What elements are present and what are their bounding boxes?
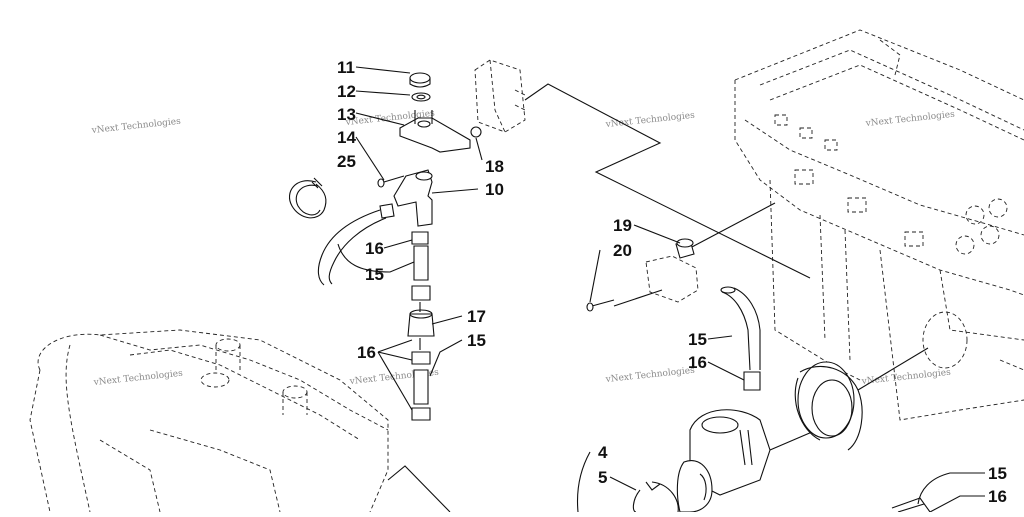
- intake-boot: [797, 361, 855, 439]
- fuel-line-lower: [413, 369, 429, 405]
- callout-numbers: 11 12 13 14 25 18 10 16 15 17 16 15 19 2…: [337, 58, 1007, 506]
- choke-parts: [586, 238, 699, 312]
- screw: [383, 175, 405, 183]
- nut: [470, 126, 482, 138]
- callout-14: 14: [337, 128, 356, 147]
- watermark-1: vNext Technologies: [90, 117, 181, 136]
- callout-18: 18: [485, 157, 504, 176]
- watermark-7: vNext Technologies: [604, 366, 695, 385]
- callout-19: 19: [613, 216, 632, 235]
- hose-clamp-upper: [411, 231, 429, 245]
- hose-clamp-left: [379, 203, 395, 219]
- relay-box: [474, 59, 526, 133]
- callout-16-b: 16: [357, 343, 376, 362]
- cable-routing: [524, 83, 811, 307]
- callout-20: 20: [613, 241, 632, 260]
- callout-12: 12: [337, 82, 356, 101]
- air-box: [734, 29, 1024, 421]
- callout-17: 17: [467, 307, 486, 326]
- callout-10: 10: [485, 180, 504, 199]
- watermarks: vNext Technologies vNext Technologies vN…: [90, 109, 955, 388]
- clamp-ring: [289, 180, 327, 219]
- callout-5: 5: [598, 468, 607, 487]
- valve-cap: [409, 72, 431, 84]
- leader-lines: [337, 66, 985, 513]
- mounting-bracket: [399, 117, 471, 153]
- bolt: [591, 299, 615, 307]
- fuel-line-upper: [413, 245, 429, 281]
- hose-clamp-mid: [411, 285, 431, 301]
- callout-16-a: 16: [365, 239, 384, 258]
- callout-15-d: 15: [988, 464, 1007, 483]
- callout-4: 4: [598, 443, 608, 462]
- fuel-filter: [407, 313, 435, 337]
- engine-block: [29, 329, 451, 513]
- callout-13: 13: [337, 105, 356, 124]
- callout-15-a: 15: [365, 265, 384, 284]
- carburetor: [632, 286, 931, 513]
- callout-15-c: 15: [688, 330, 707, 349]
- callout-11: 11: [337, 58, 355, 77]
- callout-16-c: 16: [688, 353, 707, 372]
- hose-clamp-lower: [411, 351, 431, 365]
- callout-25: 25: [337, 152, 356, 171]
- callout-16-d: 16: [988, 487, 1007, 506]
- watermark-4: vNext Technologies: [864, 110, 955, 129]
- hose-clamp-bottom: [411, 407, 431, 421]
- watermark-5: vNext Technologies: [92, 369, 183, 388]
- callout-15-b: 15: [467, 331, 486, 350]
- washer: [411, 92, 431, 102]
- watermark-8: vNext Technologies: [860, 368, 951, 387]
- fuel-valve-assembly: [289, 72, 482, 421]
